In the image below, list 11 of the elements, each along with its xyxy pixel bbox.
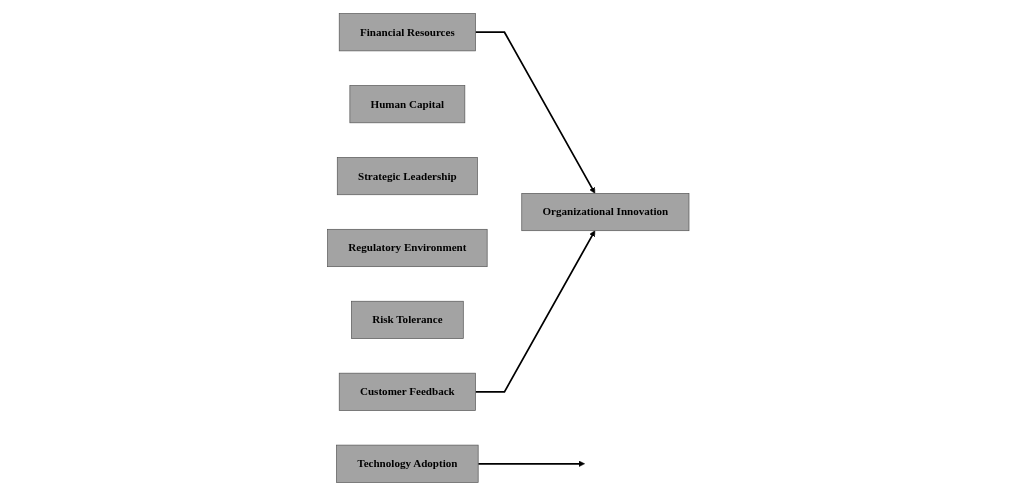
node-box: Organizational Innovation: [521, 193, 690, 232]
arrow: [474, 31, 595, 194]
node-box: Human Capital: [349, 85, 465, 124]
node-box: Technology Adoption: [335, 444, 479, 483]
arrow: [474, 230, 595, 393]
node-box: Financial Resources: [338, 13, 476, 52]
node-box: Regulatory Environment: [326, 228, 488, 267]
arrow: [477, 460, 585, 467]
node-box: Strategic Leadership: [336, 157, 478, 196]
node-box: Customer Feedback: [338, 372, 476, 411]
node-box: Risk Tolerance: [350, 300, 464, 339]
